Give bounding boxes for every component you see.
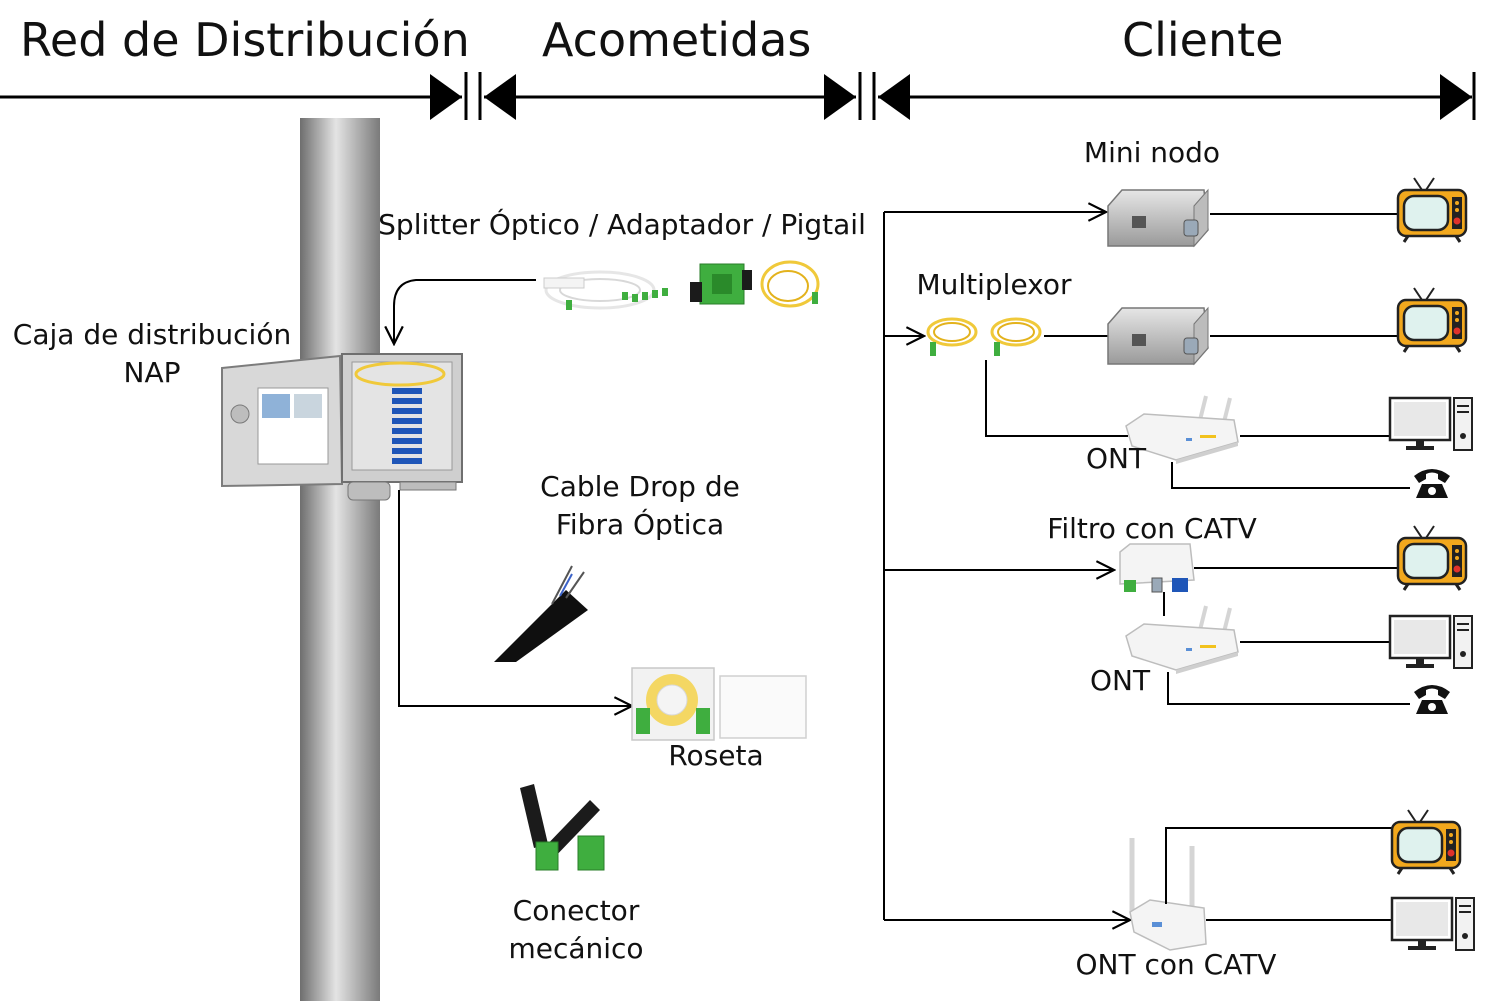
mini-node-icon xyxy=(1107,189,1209,247)
rosette-icon xyxy=(631,667,807,741)
telephone-icon xyxy=(1414,685,1450,714)
label-rosette: Roseta xyxy=(668,739,763,772)
catv-filter-icon xyxy=(1119,543,1195,593)
mechanical-connector-icon xyxy=(520,784,605,871)
section-header: Red de Distribución Acometidas Cliente xyxy=(20,13,1283,67)
label-ont-a: ONT xyxy=(1086,442,1147,475)
nap-box-icon xyxy=(221,353,463,501)
label-ont-b: ONT xyxy=(1090,664,1151,697)
tv-icon xyxy=(1396,524,1468,592)
pole-icon xyxy=(300,118,380,1001)
label-connector-line2: mecánico xyxy=(508,932,643,965)
mini-node-icon xyxy=(1107,307,1209,365)
line-multiplexer-to-ont xyxy=(985,360,1128,437)
section-boundary-arrows xyxy=(0,72,1476,120)
splitter-icon xyxy=(543,270,668,310)
label-cable-line2: Fibra Óptica xyxy=(556,507,724,541)
section-title-distribution: Red de Distribución xyxy=(20,13,470,67)
computer-icon xyxy=(1390,896,1476,952)
telephone-icon xyxy=(1414,469,1450,498)
computer-icon xyxy=(1388,396,1474,452)
pigtail-icon xyxy=(760,260,820,308)
line-ont-catv-to-tv xyxy=(1165,827,1396,904)
tv-icon xyxy=(1396,176,1468,244)
label-cable-line1: Cable Drop de xyxy=(540,470,740,503)
section-title-client: Cliente xyxy=(1122,13,1283,67)
multiplexer-coil-icon xyxy=(926,317,978,358)
section-title-drops: Acometidas xyxy=(542,13,811,67)
label-connector-line1: Conector xyxy=(513,894,640,927)
label-ont-catv: ONT con CATV xyxy=(1076,948,1277,981)
label-nap-line2: NAP xyxy=(124,356,181,389)
label-multiplexer: Multiplexor xyxy=(916,268,1072,301)
label-mini-node: Mini nodo xyxy=(1084,136,1220,169)
tv-icon xyxy=(1390,808,1462,876)
multiplexer-coil-icon xyxy=(990,317,1042,358)
arrow-splitter-to-nap xyxy=(394,279,536,344)
label-catv-filter: Filtro con CATV xyxy=(1047,512,1257,545)
line-ont-to-phone xyxy=(1167,672,1410,705)
client-distribution-lines xyxy=(883,212,1130,920)
ont-catv-icon xyxy=(1129,838,1207,951)
label-nap-line1: Caja de distribución xyxy=(13,318,291,351)
adapter-icon xyxy=(690,263,752,305)
tv-icon xyxy=(1396,286,1468,354)
label-splitter: Splitter Óptico / Adaptador / Pigtail xyxy=(378,207,866,241)
drop-cable-icon xyxy=(494,565,588,662)
computer-icon xyxy=(1388,614,1474,670)
line-nap-to-rosette xyxy=(398,490,632,706)
line-ont-to-phone xyxy=(1171,462,1410,489)
